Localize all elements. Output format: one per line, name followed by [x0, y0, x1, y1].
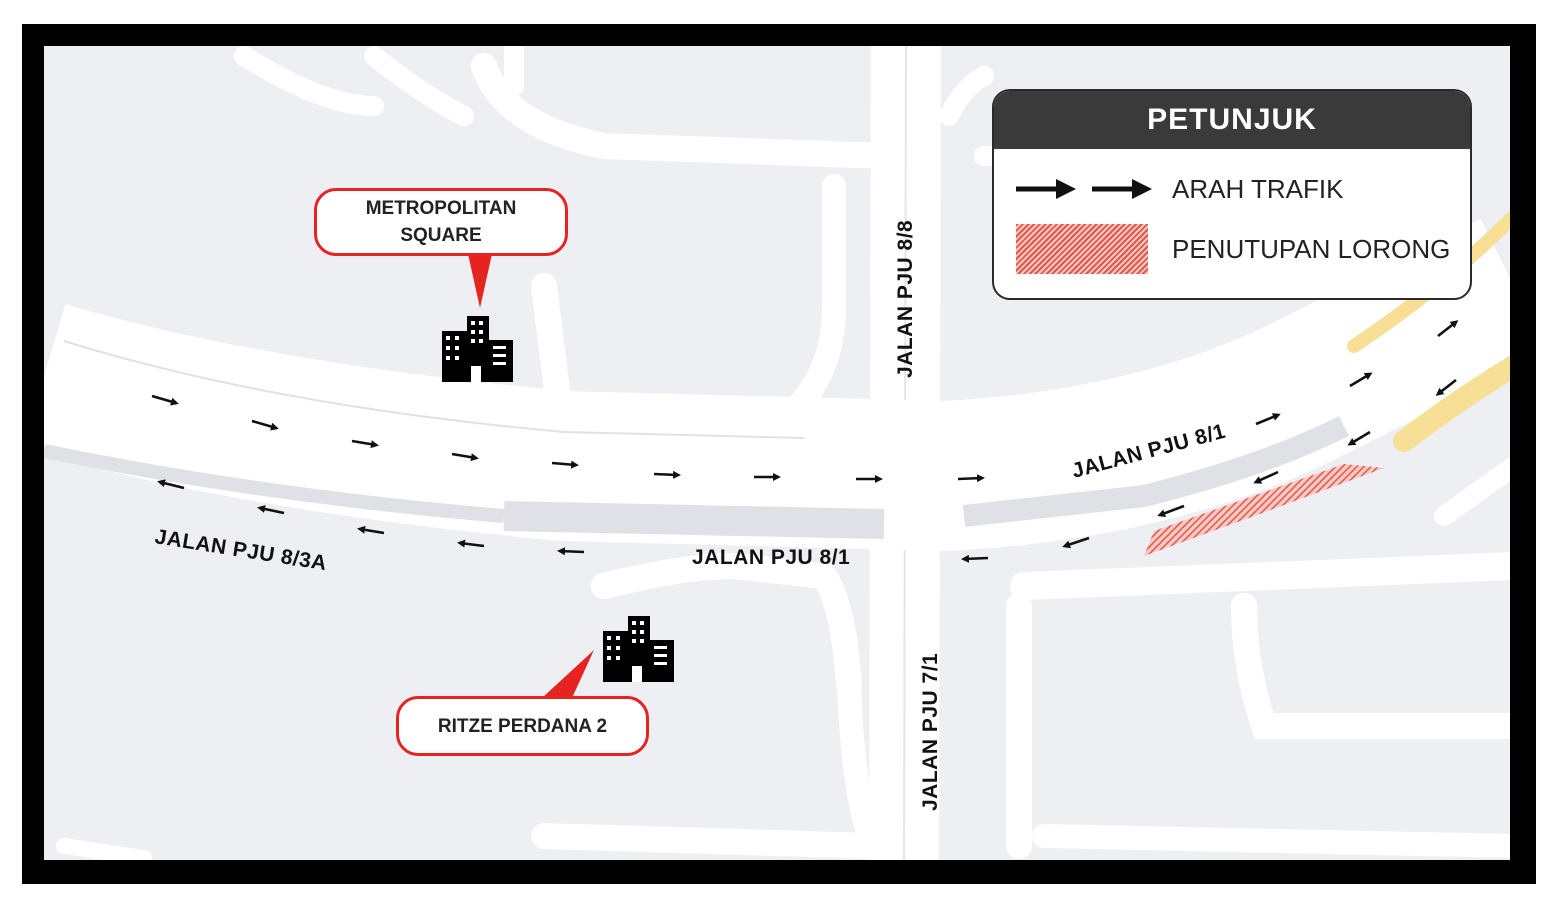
arrow-east-11 — [1349, 372, 1373, 388]
arrow-east-2 — [251, 419, 279, 431]
arrow-west-1 — [157, 479, 185, 490]
arrow-east-4 — [451, 452, 479, 462]
legend-row-closure: PENUTUPAN LORONG — [994, 224, 1470, 274]
callout-metropolitan-line2: SQUARE — [400, 225, 482, 246]
map-canvas: JALAN PJU 8/8 JALAN PJU 7/1 JALAN PJU 8/… — [44, 46, 1510, 860]
callout-ritze-line1: RITZE PERDANA 2 — [437, 715, 608, 737]
arrow-west-5 — [557, 547, 585, 556]
arrow-west-7 — [1062, 536, 1090, 549]
callout-pointer-metropolitan — [468, 254, 492, 308]
minor-roads — [56, 46, 1510, 860]
arrow-west-11 — [1435, 378, 1457, 396]
legend-label-traffic: ARAH TRAFIK — [1172, 173, 1344, 204]
arrow-east-6 — [653, 470, 681, 479]
legend-panel: PETUNJUK ARAH TRAFIK PENUTUPAN LORONG — [992, 89, 1472, 300]
arrow-east-10 — [1255, 413, 1281, 426]
building-icon — [442, 316, 513, 382]
arrow-east-1 — [151, 394, 179, 406]
main-roads — [44, 46, 1510, 860]
building-icon — [603, 616, 674, 682]
arrow-west-10 — [1347, 430, 1371, 446]
hatch-pattern-swatch — [1016, 224, 1148, 274]
road-label-pju-8-3a: JALAN PJU 8/3A — [153, 525, 328, 575]
road-label-pju-8-1-main: JALAN PJU 8/1 — [692, 546, 850, 569]
legend-title: PETUNJUK — [994, 91, 1470, 149]
lane-closure-area — [1144, 464, 1384, 556]
arrow-east-5 — [551, 460, 579, 469]
traffic-map[interactable]: JALAN PJU 8/8 JALAN PJU 7/1 JALAN PJU 8/… — [44, 46, 1510, 860]
callout-ritze-perdana[interactable]: RITZE PERDANA 2 — [396, 696, 649, 756]
arrow-west-2 — [257, 505, 285, 515]
road-label-pju-8-8: JALAN PJU 8/8 — [894, 220, 917, 378]
callout-pointer-ritze — [542, 650, 594, 698]
arrow-east-12 — [1437, 320, 1459, 338]
legend-row-traffic: ARAH TRAFIK — [994, 164, 1470, 214]
arrow-icon — [1016, 179, 1152, 199]
arrow-west-6 — [961, 554, 989, 563]
arrow-west-8 — [1157, 504, 1185, 517]
arrow-west-4 — [457, 539, 485, 548]
arrow-east-9 — [957, 474, 985, 483]
traffic-arrows — [151, 320, 1459, 563]
arrow-east-3 — [351, 439, 379, 449]
legend-label-closure: PENUTUPAN LORONG — [1172, 233, 1451, 264]
map-frame: JALAN PJU 8/8 JALAN PJU 7/1 JALAN PJU 8/… — [22, 24, 1536, 884]
road-label-pju-7-1: JALAN PJU 7/1 — [919, 653, 942, 811]
callout-metropolitan-square[interactable]: METROPOLITAN SQUARE — [314, 188, 568, 256]
callout-metropolitan-line1: METROPOLITAN — [365, 198, 517, 219]
arrow-west-9 — [1253, 470, 1279, 484]
arrow-west-3 — [357, 525, 385, 535]
